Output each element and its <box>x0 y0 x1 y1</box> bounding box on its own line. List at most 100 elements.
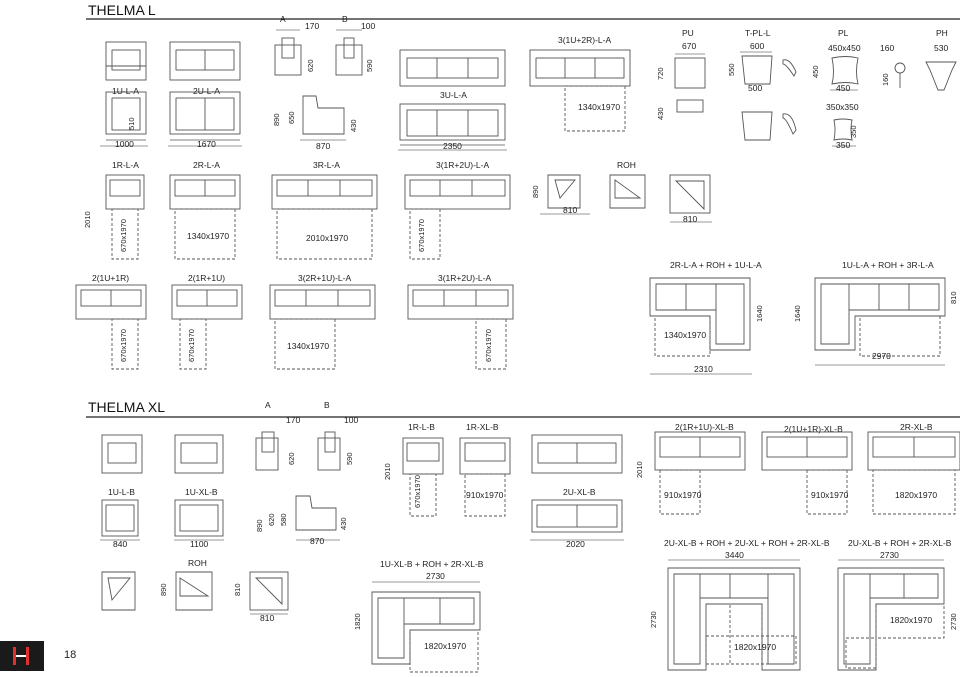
xl-label-b-w: 100 <box>344 415 359 425</box>
combo-2-1u-1r <box>75 284 147 370</box>
sofa-2u-l-a-plan <box>169 91 241 141</box>
sofa-2u-l-a <box>169 41 241 81</box>
xl-label-b-h: 590 <box>345 452 354 465</box>
bed-1r-xl-b <box>459 437 511 517</box>
xl-label-a: A <box>265 400 271 410</box>
label-c-bed-a: 670x1970 <box>119 329 128 362</box>
roh-xl-b <box>101 571 289 611</box>
xl-label-a-h: 620 <box>287 452 296 465</box>
xl-label-corner3-bed: 1820x1970 <box>890 615 933 625</box>
label-ph-h: 160 <box>881 73 890 86</box>
xl-label-a-w: 170 <box>286 415 301 425</box>
label-3u2r-bed: 1340x1970 <box>578 102 621 112</box>
label-a-h: 620 <box>306 59 315 72</box>
label-c-2r1u: 3(2R+1U)-L-A <box>298 273 352 283</box>
xl-label-bed2-h: 2010 <box>635 461 644 478</box>
sofa-1u-l-b <box>101 434 143 537</box>
xl-label-corner1-w: 2730 <box>426 571 445 581</box>
combo-3-2r-1u <box>269 284 376 370</box>
label-roh-w2: 810 <box>683 214 698 224</box>
label-bed-1340: 1340x1970 <box>187 231 230 241</box>
title-thelma-l: THELMA L <box>88 2 156 18</box>
xl-label-corner2-h: 2730 <box>649 611 658 628</box>
label-corner2-h2: 810 <box>949 291 958 304</box>
xl-label-2u-w: 2020 <box>566 539 585 549</box>
corner-1u-roh-3r <box>814 277 946 357</box>
label-3u-w: 2350 <box>443 141 462 151</box>
sofa-3u-l-a <box>399 49 506 87</box>
label-c-bed-d: 670x1970 <box>484 329 493 362</box>
xl-label-1r-xl-b: 1R-XL-B <box>466 422 499 432</box>
label-corner1: 2R-L-A + ROH + 1U-L-A <box>670 260 762 270</box>
label-b-w: 100 <box>361 21 376 31</box>
xl-label-side-h3: 580 <box>279 513 288 526</box>
label-corner2-h: 1640 <box>793 305 802 322</box>
label-ph: PH <box>936 28 948 38</box>
xl-label-side-h1: 890 <box>255 519 264 532</box>
label-pl-h1: 450 <box>811 65 820 78</box>
label-side-h3: 430 <box>349 119 358 132</box>
xl-label-corner3: 2U-XL-B + ROH + 2R-XL-B <box>848 538 952 548</box>
label-corner2: 1U-L-A + ROH + 3R-L-A <box>842 260 934 270</box>
arm-a-xl <box>255 431 279 471</box>
xl-label-corner1: 1U-XL-B + ROH + 2R-XL-B <box>380 559 484 569</box>
xl-label-corner2-bed: 1820x1970 <box>734 642 777 652</box>
label-corner1-w: 2310 <box>694 364 713 374</box>
label-pl-w1: 450 <box>836 83 851 93</box>
label-ph-w2: 530 <box>934 43 949 53</box>
label-1u-l-a: 1U-L-A <box>112 86 139 96</box>
label-side-h2: 650 <box>287 111 296 124</box>
xl-label-side-h2: 620 <box>267 513 276 526</box>
label-corner2-w: 2970 <box>872 351 891 361</box>
xl-label-c1: 2(1R+1U)-XL-B <box>675 422 734 432</box>
label-bed-h: 2010 <box>83 211 92 228</box>
label-side-w: 870 <box>316 141 331 151</box>
label-c-bed-b: 670x1970 <box>187 329 196 362</box>
headrest-ph <box>894 61 957 91</box>
label-2u-w: 1670 <box>197 139 216 149</box>
xl-label-1r-l-b: 1R-L-B <box>408 422 435 432</box>
xl-label-corner2: 2U-XL-B + ROH + 2U-XL + ROH + 2R-XL-B <box>664 538 830 548</box>
label-3u-l-a: 3U-L-A <box>440 90 467 100</box>
label-pl-w2: 350 <box>836 140 851 150</box>
label-roh-w: 810 <box>563 205 578 215</box>
xl-label-roh-h2: 810 <box>233 583 242 596</box>
brand-mark-icon <box>13 647 29 665</box>
corner-2u-roh-2r-xl <box>837 567 945 671</box>
label-roh-h: 890 <box>531 185 540 198</box>
label-2u-l-a: 2U-L-A <box>193 86 220 96</box>
xl-label-1uxl-w: 1100 <box>190 539 209 549</box>
label-tpl: T-PL-L <box>745 28 771 38</box>
bed-2r-l-a <box>169 174 241 260</box>
label-roh-l: ROH <box>617 160 636 170</box>
xl-label-c2: 2(1U+1R)-XL-B <box>784 424 843 434</box>
label-b-h: 590 <box>365 59 374 72</box>
label-pl-h2: 350 <box>849 125 858 138</box>
bed-3-1r-2u-l-a <box>404 174 511 260</box>
label-pl: PL <box>838 28 849 38</box>
xl-label-side-h4: 430 <box>339 517 348 530</box>
label-tpl-h: 550 <box>727 63 736 76</box>
xl-label-corner2-w: 3440 <box>725 550 744 560</box>
sofa-1u-xl-b <box>174 434 224 537</box>
combo-2-1r-1u-xl <box>654 431 746 515</box>
label-pl-s1: 450x450 <box>828 43 861 53</box>
xl-label-corner1-bed: 1820x1970 <box>424 641 467 651</box>
xl-label-1u-l-b: 1U-L-B <box>108 487 135 497</box>
label-bed-2010: 2010x1970 <box>306 233 349 243</box>
label-tpl-w: 600 <box>750 41 765 51</box>
sofa-3-1u-2r-l-a <box>529 49 631 132</box>
xl-label-1u-xl-b: 1U-XL-B <box>185 487 218 497</box>
xl-label-bed-910b: 910x1970 <box>811 490 849 500</box>
combo-3-1r-2u <box>407 284 514 370</box>
xl-label-bed-910a: 910x1970 <box>664 490 702 500</box>
label-pu-w: 670 <box>682 41 697 51</box>
label-1u-h: 510 <box>127 117 136 130</box>
label-a-w: 170 <box>305 21 320 31</box>
label-bed-670-b: 670x1970 <box>417 219 426 252</box>
label-a: A <box>280 14 286 24</box>
xl-label-corner3-h: 2730 <box>949 613 958 630</box>
side-view-l-a <box>302 95 345 135</box>
xl-label-roh-w: 810 <box>260 613 275 623</box>
roh-l-a <box>547 174 711 214</box>
